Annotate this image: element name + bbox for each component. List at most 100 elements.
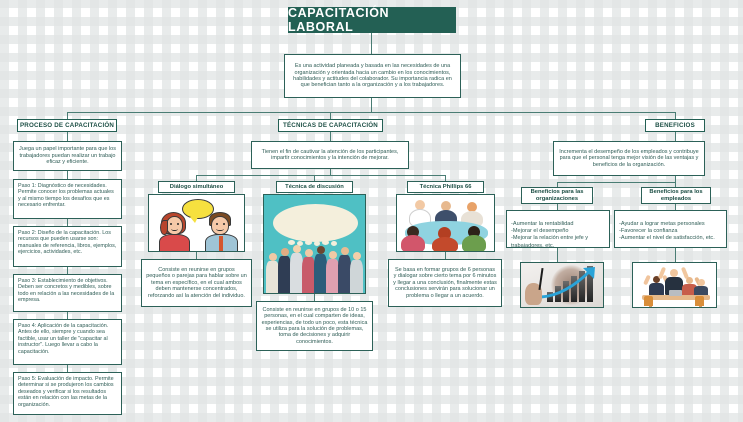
growth-bar-chart-arrow-photo [521,263,603,307]
meeting-person-back-3-head [467,202,477,212]
connector-organizaciones-bullets-to-image [557,248,559,262]
person-5-head [316,246,325,254]
person-1-head [268,253,277,261]
meeting-person-front-2-head [438,227,451,240]
person-6-body [326,259,339,293]
big-speech-bubble-icon [273,204,358,242]
man-eye-left [216,223,218,225]
card-description-discusion-text: Consiste en reunirse en grupos de 10 o 1… [261,306,368,345]
meeting-person-front-2-body [432,237,458,251]
desk [642,295,710,300]
laptop-icon [669,290,682,296]
connector-beneficios-stem [675,176,677,182]
connector-tecnicas-header-to-desc [330,132,332,141]
connector-intro-stem [371,98,373,112]
woman-hair-side [160,220,168,235]
proceso-step-4-text: Paso 4: Aplicación de la capacitación. A… [18,323,109,355]
card-title-discusion-label: Técnica de discusión [285,184,344,190]
man-tie [219,236,223,251]
hand [525,283,542,305]
meeting-person-front-3-body [462,235,486,251]
person-7-body [338,255,351,293]
person-5-body [314,254,327,293]
connector-drop-card-phillips [445,175,447,181]
person-3 [290,245,303,293]
connector-card-phillips-to-desc [445,252,447,259]
connector-card-dialogo-to-desc [196,252,198,259]
subsection-title-beneficios-empleados: Beneficios para los empleados [641,187,711,204]
connector-empleados-bullets-to-image [675,248,677,262]
card-title-dialogo-simultaneo: Diálogo simultáneo [158,181,235,193]
card-description-dialogo-text: Consiste en reunirse en grupos pequeños … [146,266,247,299]
intro-description: Es una actividad planeada y basada en la… [284,54,461,98]
person-7 [338,247,351,293]
person-1 [266,253,279,293]
chair-right [695,296,704,306]
meeting-person-front-1-body [401,235,425,251]
subsection-title-empleados-label: Beneficios para los empleados [649,188,703,202]
person-7-head [340,247,349,255]
tecnicas-description-text: Tienen el fin de cautivar la atención de… [261,148,399,161]
meeting-round-table-illustration [397,195,494,251]
connector-drop-beneficios-empleados [675,182,677,187]
beneficios-description-text: Incrementa el desempeño de los empleados… [559,148,699,168]
person-1-body [266,261,279,293]
woman-head [166,216,183,235]
beneficios-empleados-bullets: -Ayudar a lograr metas personales -Favor… [614,210,727,248]
celebrating-team-illustration [633,263,716,307]
section-header-tecnicas-label: TÉCNICAS DE CAPACITACIÓN [283,122,378,129]
chair-left [644,296,653,306]
connector-empleados-title-to-bullets [675,204,677,210]
section-header-proceso: PROCESO DE CAPACITACIÓN [17,119,117,132]
card-title-tecnica-phillips-66: Técnica Phillips 66 [407,181,484,193]
connector-tecnicas-bus [196,175,445,177]
beneficios-empleados-image [632,262,717,308]
card-title-tecnica-discusion: Técnica de discusión [276,181,353,193]
connector-title-to-intro [371,33,373,54]
woman-eye-right [177,223,179,225]
man-smile [216,227,224,231]
team-member-4-head [698,279,705,286]
card-title-phillips-label: Técnica Phillips 66 [419,184,472,190]
team-member-3-head [686,277,693,284]
connector-beneficios-header-to-desc [675,132,677,141]
card-image-dialogo-simultaneo [148,194,245,252]
connector-drop-proceso [67,112,69,120]
proceso-step-5-text: Paso 5: Evaluación de impacto. Permite d… [18,376,114,408]
growth-arrow-icon [539,267,595,299]
card-image-tecnica-phillips-66 [396,194,495,252]
proceso-step-2-text: Paso 2: Diseño de la capacitación. Los r… [18,230,117,256]
connector-proceso-desc-to-step1 [67,171,69,179]
person-4 [302,249,315,293]
card-description-phillips-text: Se basa en formar grupos de 6 personas y… [393,266,497,299]
proceso-description-text: Juega un papel importante para que los t… [19,146,116,166]
bar-4 [571,275,577,302]
person-2-body [278,256,291,293]
person-3-body [290,253,303,293]
speech-bubble-icon [182,199,214,223]
card-image-tecnica-discusion [263,194,366,294]
person-6 [326,251,339,293]
section-header-beneficios-label: BENEFICIOS [655,122,695,129]
connector-drop-card-dialogo [196,175,198,181]
card-description-dialogo-simultaneo: Consiste en reunirse en grupos pequeños … [141,259,252,307]
person-2-head [280,248,289,256]
proceso-step-1: Paso 1: Diagnóstico de necesidades. Perm… [13,179,122,219]
page-title: CAPACITACIÓN LABORAL [288,6,456,34]
team-member-3-body [682,284,697,296]
group-of-people-speech-bubble-illustration [264,195,365,293]
connector-tecnicas-stem [330,169,332,175]
connector-drop-card-discusion [314,175,316,181]
man-eye-right [223,223,225,225]
bar-5 [579,270,585,302]
beneficios-organizaciones-image [520,262,604,308]
connector-step2-step3 [67,267,69,274]
meeting-person-back-2-head [441,201,451,211]
crowd-group [264,241,365,293]
connector-proceso-header-to-desc [67,132,69,141]
connector-step4-step5 [67,365,69,372]
connector-step3-step4 [67,312,69,319]
two-people-talking-illustration [149,195,244,251]
meeting-person-back-1-head [415,200,425,210]
person-2 [278,248,291,293]
